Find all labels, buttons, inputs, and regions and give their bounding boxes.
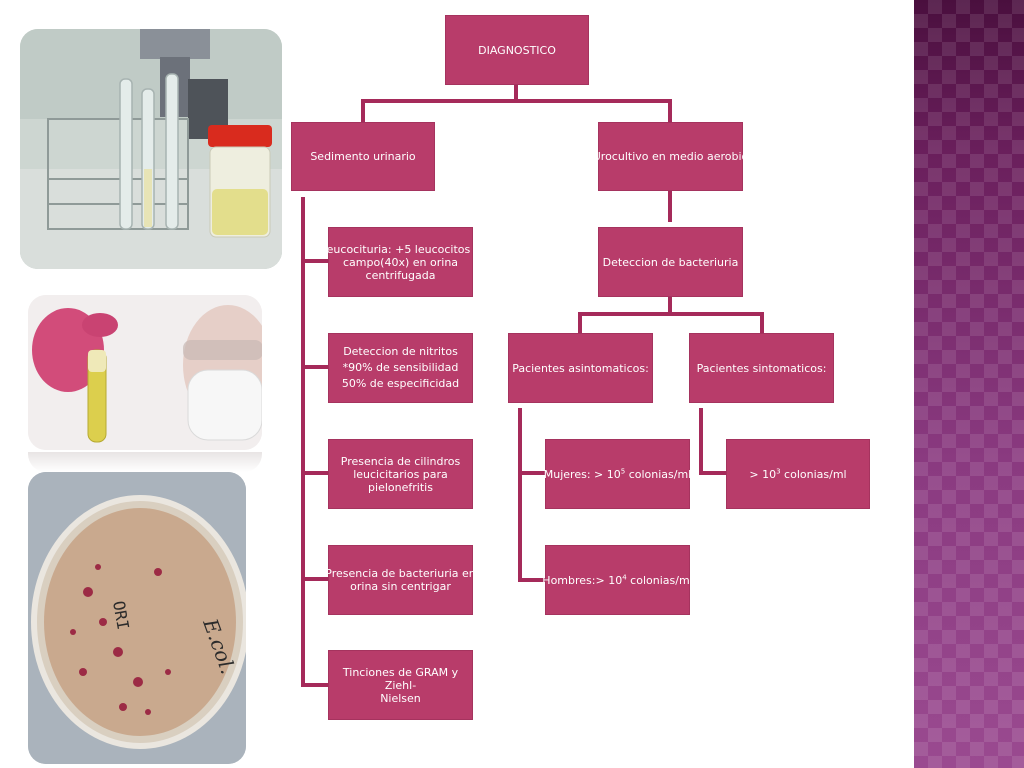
plate-label: ORI: [109, 599, 133, 631]
left-item-box: Presencia de cilindros leucicitarios par…: [328, 439, 473, 509]
left-item-box: Leucocituria: +5 leucocitos x campo(40x)…: [321, 227, 480, 297]
connector-line: [668, 191, 672, 222]
connector-line: [668, 99, 672, 122]
root-label: DIAGNOSTICO: [478, 43, 556, 57]
connector-line: [301, 471, 328, 475]
left-item-box: Tinciones de GRAM y Ziehl- Nielsen: [328, 650, 473, 720]
gloved-hand-test-tube-photo: [28, 295, 262, 450]
left-item-line: pielonefritis: [368, 480, 433, 494]
decorative-sidebar: [912, 0, 1024, 768]
left-item-line: 50% de especificidad: [341, 377, 460, 390]
left-item-line: leucicitarios para: [353, 467, 448, 481]
women-threshold-box: Mujeres: > 105 colonias/ml: [543, 439, 692, 509]
right-header-label: Urocultivo en medio aerobio: [592, 150, 749, 163]
connector-line: [301, 683, 328, 687]
right-header-box: Urocultivo en medio aerobio: [593, 122, 748, 191]
connector-line: [518, 578, 545, 582]
left-item-line: Nielsen: [380, 691, 421, 705]
photo-reflection: [28, 452, 262, 472]
left-item-box: Deteccion de nitritos *90% de sensibilid…: [328, 333, 473, 403]
asymptomatic-box: Pacientes asintomaticos:: [508, 333, 653, 403]
left-item-line: Presencia de bacteriuria en: [325, 567, 476, 580]
connector-line: [301, 197, 305, 687]
connector-line: [301, 577, 328, 581]
connector-line: [760, 312, 764, 333]
left-header-label: Sedimento urinario: [310, 150, 416, 163]
men-threshold-label: Hombres:> 104 colonias/ml: [542, 572, 693, 587]
left-item-line: Tinciones de GRAM y Ziehl-: [342, 665, 459, 692]
connector-line: [578, 312, 764, 316]
connector-line: [578, 312, 582, 333]
symptomatic-threshold-label: > 103 colonias/ml: [749, 466, 847, 481]
connector-line: [514, 85, 518, 101]
left-item-box: Presencia de bacteriuria en orina sin ce…: [325, 545, 476, 615]
connector-line: [668, 296, 672, 314]
men-threshold-box: Hombres:> 104 colonias/ml: [542, 545, 693, 615]
bacteriuria-box: Deteccion de bacteriuria: [598, 227, 743, 297]
left-item-line: campo(40x) en orina: [342, 255, 459, 269]
left-item-line: *90% de sensibilidad: [342, 361, 459, 374]
connector-line: [699, 408, 703, 475]
asymptomatic-label: Pacientes asintomaticos:: [512, 361, 649, 375]
left-item-line: orina sin centrigar: [350, 580, 451, 593]
symptomatic-box: Pacientes sintomaticos:: [689, 333, 834, 403]
symptomatic-threshold-box: > 103 colonias/ml: [726, 439, 870, 509]
left-item-line: centrifugada: [365, 268, 436, 282]
connector-line: [361, 99, 365, 122]
root-box: DIAGNOSTICO: [445, 15, 589, 85]
left-item-line: Deteccion de nitritos: [343, 345, 458, 358]
connector-line: [518, 471, 545, 475]
left-item-line: Leucocituria: +5 leucocitos x: [320, 242, 481, 256]
left-header-box: Sedimento urinario: [291, 122, 435, 191]
symptomatic-label: Pacientes sintomaticos:: [696, 361, 827, 375]
connector-line: [301, 365, 328, 369]
women-threshold-label: Mujeres: > 105 colonias/ml: [543, 466, 692, 481]
left-item-line: Presencia de cilindros: [340, 454, 461, 468]
connector-line: [699, 471, 726, 475]
connector-line: [361, 99, 672, 103]
connector-line: [301, 259, 328, 263]
connector-line: [518, 408, 522, 582]
laboratory-test-tubes-photo: [20, 29, 282, 269]
bacteriuria-label: Deteccion de bacteriuria: [602, 255, 739, 269]
petri-dish-culture-photo: ORI E.col.: [28, 472, 246, 764]
